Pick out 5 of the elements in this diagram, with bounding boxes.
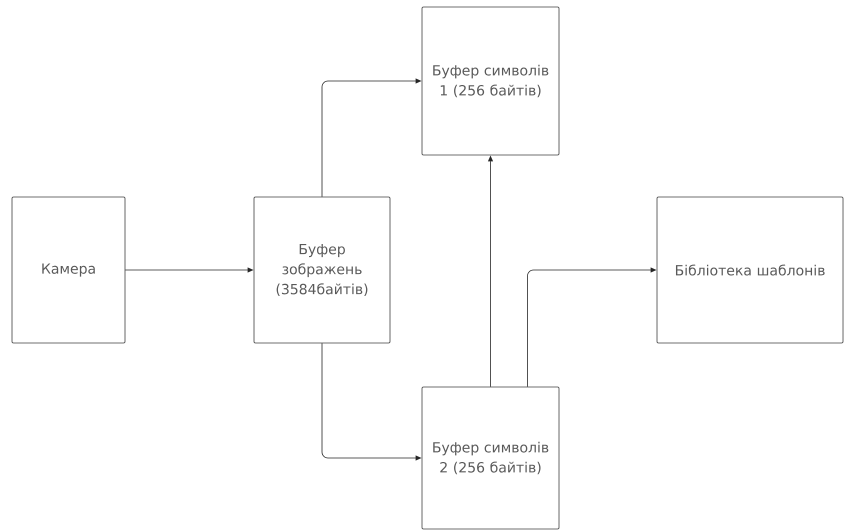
process-box: Буфер символів 1 (256 байтів) <box>422 6 560 156</box>
process-box: Буфер зображень (3584байтів) <box>254 196 390 344</box>
process-box: Камера <box>12 196 126 344</box>
process-box: Бібліотека шаблонів <box>656 196 844 344</box>
process-box: Буфер символів 2 (256 байтів) <box>422 386 560 530</box>
